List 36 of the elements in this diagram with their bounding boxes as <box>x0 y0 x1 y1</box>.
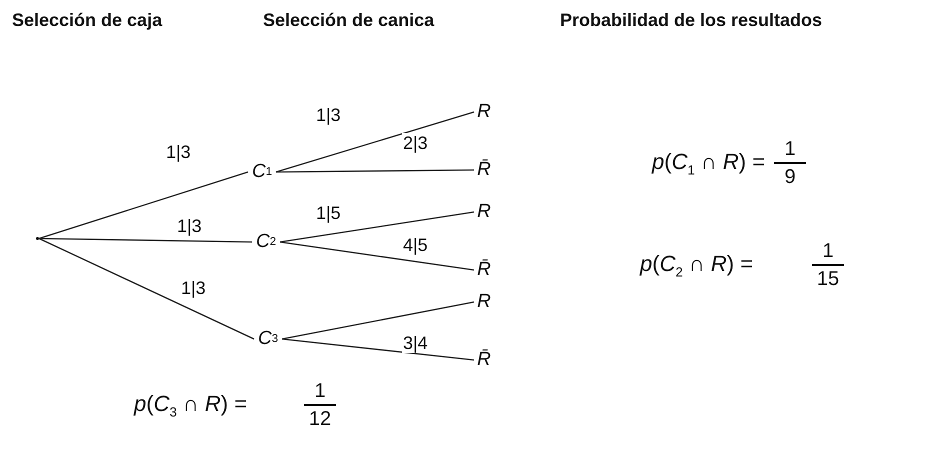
branch-line <box>38 171 248 240</box>
denominator: 12 <box>308 408 332 430</box>
column-heading: Probabilidad de los resultados <box>560 10 822 31</box>
outcome-symbol: R <box>474 99 494 125</box>
numerator: 1 <box>783 138 797 160</box>
outcome-symbol: R̄ <box>474 257 494 283</box>
denominator: 15 <box>816 268 840 290</box>
column-heading: Selección de caja <box>12 10 162 31</box>
edge-label: 4|5 <box>402 235 429 255</box>
edge-label: 2|3 <box>402 133 429 153</box>
probability-formula: p(C$_{3}$ ∩ R) = <box>134 390 248 422</box>
branch-line <box>276 111 474 173</box>
branch-line <box>276 169 474 173</box>
outcome-symbol: R̄ <box>474 157 494 183</box>
edge-label: 3|4 <box>402 333 429 353</box>
edge-label: 1|3 <box>165 142 192 162</box>
branch-line <box>282 301 474 340</box>
denominator: 9 <box>783 166 797 188</box>
outcome-symbol: R <box>474 199 494 225</box>
numerator: 1 <box>313 380 327 402</box>
probability-formula: p(C$_{1}$ ∩ R) = <box>652 148 766 180</box>
probability-formula: p(C$_{2}$ ∩ R) = <box>640 250 754 282</box>
numerator: 1 <box>821 240 835 262</box>
outcome-symbol: R <box>474 289 494 315</box>
edge-label: 1|3 <box>315 105 342 125</box>
branch-line <box>280 211 474 243</box>
branch-line <box>280 241 474 271</box>
branch-point <box>36 237 39 240</box>
branch-line <box>282 338 474 361</box>
branch-line <box>38 238 252 243</box>
edge-label: 1|5 <box>315 203 342 223</box>
edge-label: 1|3 <box>176 216 203 236</box>
branch-line <box>38 238 254 340</box>
column-heading: Selección de canica <box>263 10 434 31</box>
edge-label: 1|3 <box>180 278 207 298</box>
outcome-symbol: R̄ <box>474 347 494 373</box>
